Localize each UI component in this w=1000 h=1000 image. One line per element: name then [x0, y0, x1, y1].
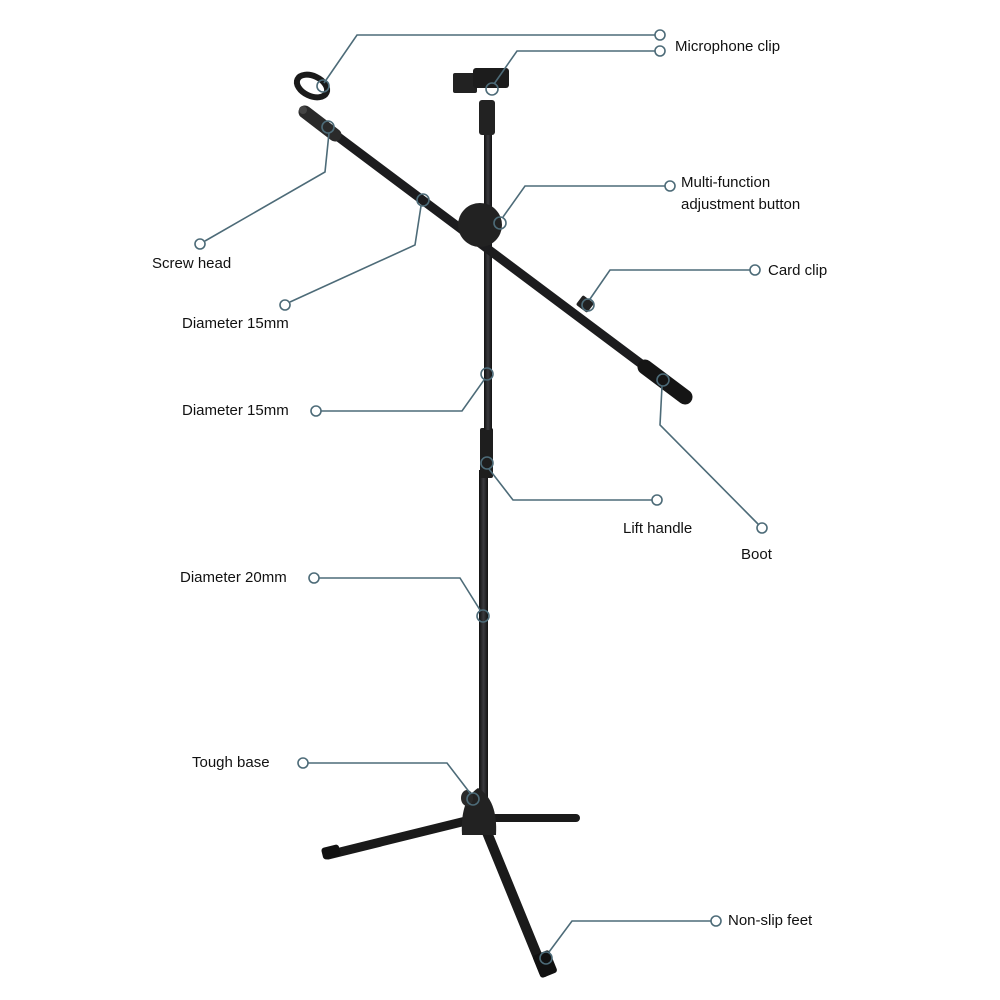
label-boot: Boot	[741, 546, 772, 563]
label-microphone-clip: Microphone clip	[675, 38, 781, 55]
lower-tube	[479, 470, 488, 800]
screw-head-ring	[293, 71, 331, 101]
label-non-slip-feet: Non-slip feet	[728, 912, 813, 929]
label-lift-handle: Lift handle	[623, 520, 693, 537]
label-tough-base: Tough base	[192, 754, 270, 771]
microphone-clip	[453, 73, 477, 93]
label-diameter-lower: Diameter 20mm	[180, 569, 287, 586]
leg-left	[323, 813, 483, 860]
leader-lines	[194, 29, 768, 965]
label-multi-function-line2: adjustment button	[681, 196, 801, 213]
mic-stand	[293, 68, 693, 978]
label-diameter-boom: Diameter 15mm	[182, 315, 289, 332]
label-card-clip: Card clip	[768, 262, 828, 279]
label-diameter-mast: Diameter 15mm	[182, 402, 289, 419]
leg-front	[481, 825, 549, 977]
adjustment-hub	[458, 203, 502, 247]
upper-tube	[484, 100, 492, 430]
lift-handle	[480, 428, 493, 478]
label-screw-head: Screw head	[152, 255, 232, 272]
boot	[637, 359, 693, 405]
label-multi-function-line1: Multi-function	[681, 174, 771, 191]
